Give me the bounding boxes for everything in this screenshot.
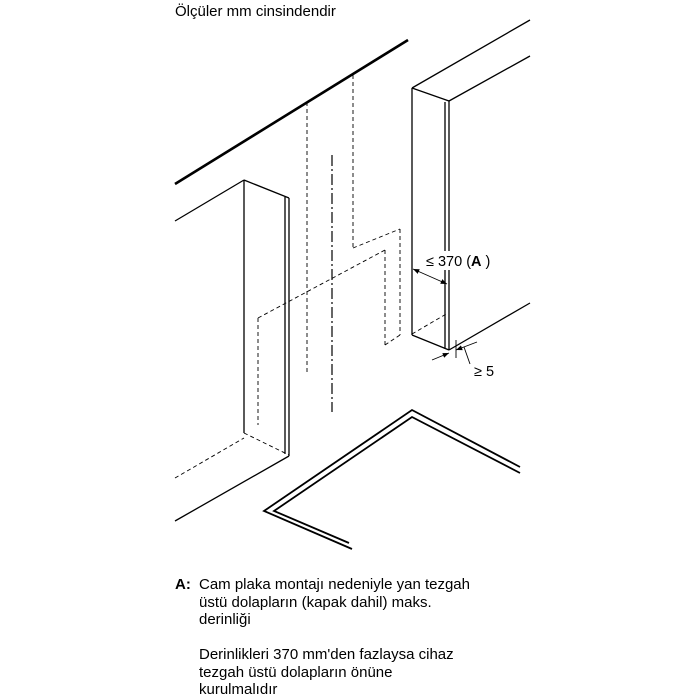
cooktop-inner-edge	[272, 415, 521, 544]
legend-key: A:	[175, 576, 191, 593]
legend-description: Cam plaka montajı nedeniyle yan tezgah ü…	[199, 576, 504, 629]
canopy-right-bottom-edge	[384, 334, 401, 346]
min-gap-arrow-left	[431, 352, 450, 361]
ceiling-line	[174, 38, 409, 186]
cooktop-outer-edge	[262, 408, 521, 550]
legend-note-line: Derinlikleri 370 mm'den fazlaysa cihaz	[199, 646, 454, 663]
min-gap-leader-line	[463, 346, 471, 365]
max-depth-dimension-line	[412, 268, 448, 285]
legend-note-line: tezgah üstü dolapların önüne	[199, 663, 393, 681]
min-gap-label: ≥ 5	[474, 364, 494, 380]
right-cabinet-hidden-bottom-wall	[411, 312, 449, 335]
left-cabinet-bottom-front-edge	[174, 455, 290, 522]
canopy-top-back-edge	[352, 228, 401, 249]
legend-description-line: Cam plaka montajı nedeniyle yan tezgah	[199, 576, 470, 593]
canopy-top-front-edge	[257, 249, 386, 319]
legend-body: Cam plaka montajı nedeniyle yan tezgah ü…	[199, 576, 504, 699]
right-cabinet-top-wall-edge	[411, 19, 531, 89]
max-depth-dimension: ≤ 370 (A )	[412, 251, 509, 285]
max-depth-suffix: )	[482, 254, 491, 270]
units-note: Ölçüler mm cinsindendir	[175, 3, 336, 20]
left-cabinet-hidden-bottom-wall	[174, 437, 245, 479]
min-gap-dimension: ≥ 5	[431, 340, 494, 380]
left-cabinet-top-wall-edge	[174, 179, 245, 222]
max-depth-label: ≤ 370 (A )	[426, 254, 490, 270]
left-wall-cabinet	[174, 179, 290, 522]
hood-outline	[257, 75, 401, 425]
legend-description-line: derinliği	[199, 611, 251, 628]
cooktop	[262, 408, 521, 550]
legend: A: Cam plaka montajı nedeniyle yan tezga…	[175, 576, 505, 700]
max-depth-value: ≤ 370 (	[426, 254, 471, 270]
right-cabinet-top-front-edge	[448, 55, 531, 102]
right-cabinet-top-side-edge	[411, 87, 450, 102]
legend-note-line: kurulmalıdır	[199, 681, 278, 698]
legend-description-line: üstü dolapların (kapak dahil) maks.	[199, 593, 432, 611]
left-cabinet-top-side-edge	[243, 179, 290, 199]
right-wall-cabinet	[411, 19, 531, 351]
left-cabinet-hidden-bottom-side	[243, 432, 290, 456]
legend-note: Derinlikleri 370 mm'den fazlaysa cihaz t…	[199, 646, 504, 699]
max-depth-label-background	[423, 251, 509, 270]
max-depth-reference: A	[471, 254, 482, 270]
right-cabinet-bottom-front-edge	[448, 302, 531, 351]
min-gap-arrow-right	[455, 341, 478, 351]
right-cabinet-bottom-side-edge	[411, 334, 450, 351]
